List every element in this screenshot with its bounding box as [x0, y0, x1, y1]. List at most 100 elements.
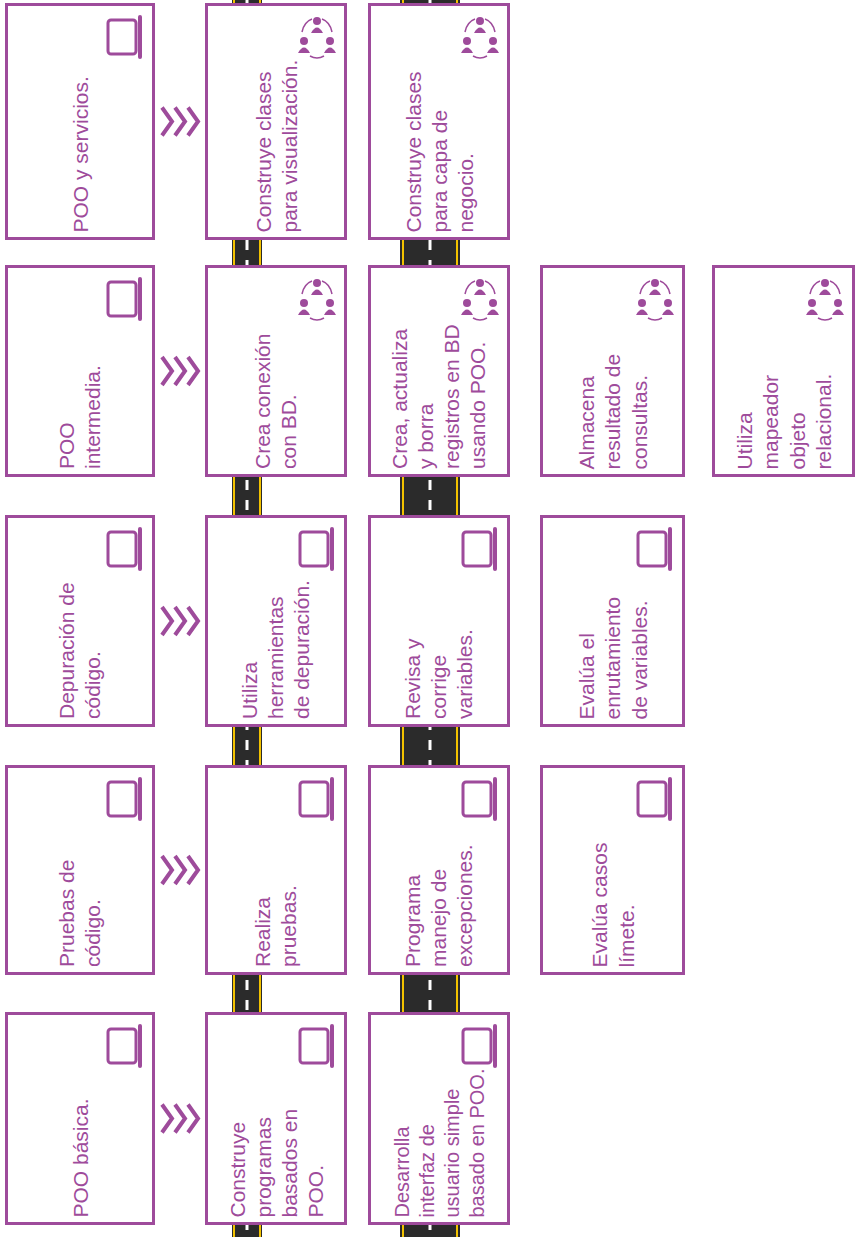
laptop-base	[330, 1026, 334, 1066]
task-box: Realiza pruebas.	[205, 765, 347, 975]
text-wrap: Evalúa el enrutamiento de variables.	[548, 569, 677, 719]
person-head	[300, 37, 308, 45]
box-text: Crea, actualiza y borra registros en BD …	[387, 319, 492, 469]
laptop-screen	[108, 782, 136, 816]
box-text: Construye programas basados en POO.	[224, 1066, 329, 1217]
person-body	[298, 310, 310, 316]
task-box: Evalúa casos límete.	[540, 765, 685, 975]
box-text: Revisa y corrige variables.	[400, 569, 479, 719]
laptop-base	[138, 779, 142, 819]
person-body	[324, 310, 336, 316]
text-wrap: Almacena resultado de consultas.	[548, 319, 677, 469]
people-icon	[457, 276, 503, 322]
laptop-screen	[300, 782, 328, 816]
laptop-screen	[463, 1029, 491, 1063]
cycle-arrow	[465, 281, 475, 294]
person-head	[651, 279, 659, 287]
cycle-arrow	[485, 19, 495, 32]
text-wrap: POO intermedia.	[13, 319, 147, 469]
text-wrap: Utiliza herramientas de depuración.	[213, 569, 339, 719]
task-box: Utiliza herramientas de depuración.	[205, 515, 347, 727]
person-body	[311, 28, 323, 34]
box-text: POO básica.	[67, 1098, 93, 1217]
chevron	[162, 357, 172, 385]
box-text: Utiliza herramientas de depuración.	[237, 569, 316, 719]
text-wrap: Crea, actualiza y borra registros en BD …	[376, 319, 502, 469]
cycle-arrow	[322, 19, 332, 32]
box-text: Crea conexión con BD.	[250, 319, 303, 469]
laptop-base	[138, 17, 142, 57]
laptop-base	[138, 279, 142, 319]
person-head	[476, 279, 484, 287]
person-head	[821, 279, 829, 287]
laptop-base	[668, 529, 672, 569]
chevron	[188, 1105, 198, 1133]
chevron	[162, 607, 172, 635]
stage-box: POO y servicios.	[5, 3, 155, 240]
person-head	[476, 17, 484, 25]
laptop-icon	[457, 776, 503, 822]
stage-box: POO intermedia.	[5, 265, 155, 477]
cycle-arrow	[485, 281, 495, 294]
person-head	[834, 299, 842, 307]
cycle-arrow	[302, 281, 312, 294]
text-wrap: Utiliza mapeador objeto relacional.	[720, 319, 847, 469]
laptop-icon	[457, 526, 503, 572]
laptop-base	[493, 779, 497, 819]
task-box: Construye clases para visualización.	[205, 3, 347, 240]
laptop-icon	[294, 776, 340, 822]
text-wrap: Construye clases para capa de negocio.	[376, 57, 502, 232]
people-icon	[457, 14, 503, 60]
chevron	[175, 607, 185, 635]
laptop-icon	[102, 1023, 148, 1069]
cycle-arrow	[322, 281, 332, 294]
chevron-connector	[162, 108, 198, 136]
laptop-screen	[108, 1029, 136, 1063]
chevron	[175, 856, 185, 884]
box-text: Programa manejo de excepciones.	[400, 819, 479, 967]
person-body	[461, 310, 473, 316]
chevron	[162, 108, 172, 136]
laptop-screen	[638, 532, 666, 566]
cycle-arrow	[640, 281, 650, 294]
chevron	[175, 1105, 185, 1133]
laptop-screen	[300, 1029, 328, 1063]
person-body	[832, 310, 844, 316]
person-body	[806, 310, 818, 316]
person-head	[326, 37, 334, 45]
cycle-arrow	[660, 281, 670, 294]
box-text: Almacena resultado de consultas.	[573, 319, 652, 469]
box-text: POO y servicios.	[67, 76, 93, 232]
laptop-screen	[463, 532, 491, 566]
person-body	[324, 48, 336, 54]
laptop-screen	[108, 282, 136, 316]
person-head	[313, 279, 321, 287]
chevron-connector	[162, 1105, 198, 1133]
laptop-screen	[108, 20, 136, 54]
laptop-screen	[300, 532, 328, 566]
text-wrap: Pruebas de código.	[13, 819, 147, 967]
task-box: Crea, actualiza y borra registros en BD …	[368, 265, 510, 477]
person-head	[463, 37, 471, 45]
person-head	[638, 299, 646, 307]
person-head	[489, 299, 497, 307]
cycle-arrow	[810, 281, 820, 294]
person-head	[326, 299, 334, 307]
people-icon	[802, 276, 848, 322]
chevron	[188, 607, 198, 635]
chevron-connector	[162, 357, 198, 385]
laptop-icon	[102, 776, 148, 822]
text-wrap: Realiza pruebas.	[213, 819, 339, 967]
chevron	[162, 856, 172, 884]
laptop-icon	[632, 776, 678, 822]
box-text: Evalúa casos límete.	[586, 819, 639, 967]
person-body	[819, 290, 831, 296]
laptop-icon	[102, 14, 148, 60]
task-box: Programa manejo de excepciones.	[368, 765, 510, 975]
person-head	[808, 299, 816, 307]
laptop-base	[138, 1026, 142, 1066]
stage-box: Depuración de código.	[5, 515, 155, 727]
text-wrap: POO básica.	[13, 1066, 147, 1217]
task-box: Construye clases para capa de negocio.	[368, 3, 510, 240]
text-wrap: Construye clases para visualización.	[213, 57, 339, 232]
